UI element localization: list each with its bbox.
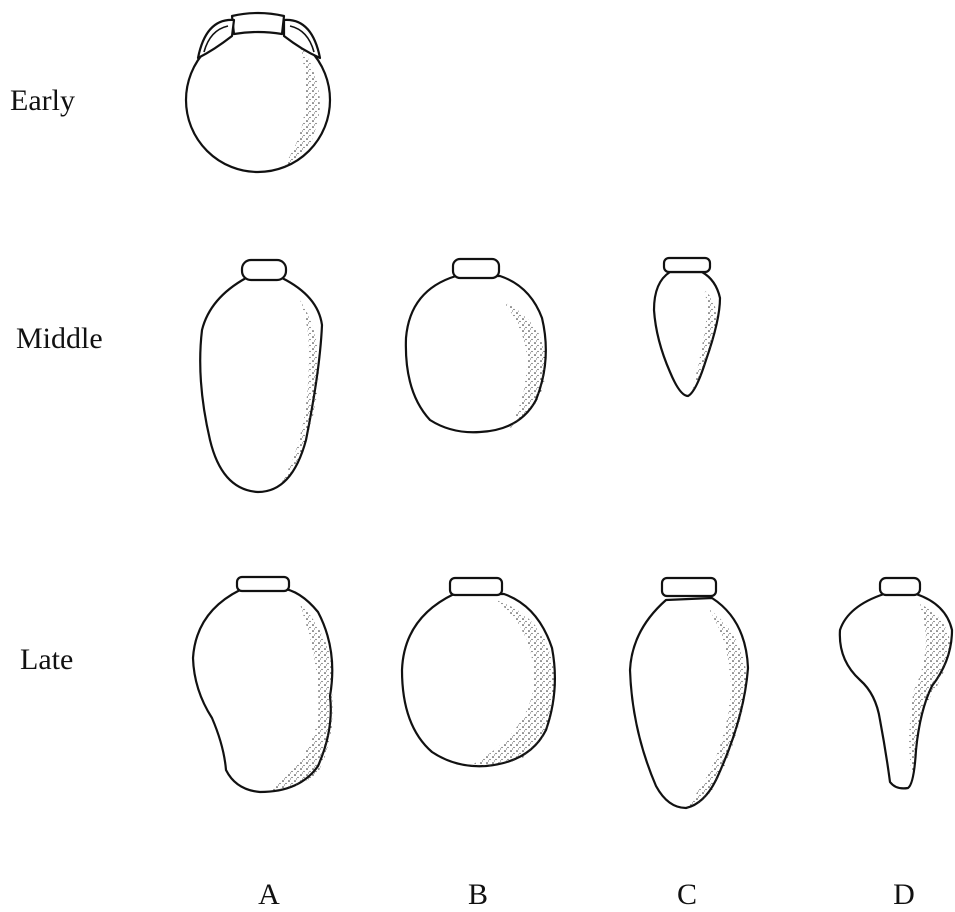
vessel-middle-b (406, 259, 546, 432)
vessel-middle-c (654, 258, 720, 396)
vessel-late-c (630, 578, 748, 808)
vessel-late-d (840, 578, 952, 788)
vessel-late-b (402, 578, 555, 767)
vessel-late-a (193, 577, 333, 792)
vessel-middle-a (200, 260, 322, 492)
vessel-early-a (186, 13, 330, 172)
